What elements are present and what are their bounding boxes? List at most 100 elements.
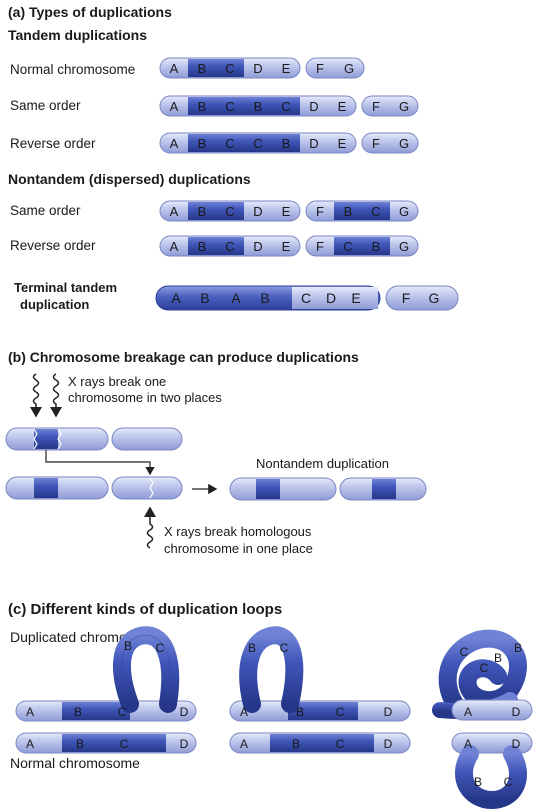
row-1-dark-band xyxy=(244,97,272,115)
gene-label: D xyxy=(253,239,262,254)
gene-label: E xyxy=(351,290,360,306)
row-2-dark-band xyxy=(272,134,300,152)
gene-label: A xyxy=(170,239,179,254)
loop-gene-label: C xyxy=(336,705,345,719)
loop-gene-label: B xyxy=(124,639,132,653)
loop-gene-label: B xyxy=(474,775,482,789)
loop-gene-label: C xyxy=(280,641,289,655)
gene-label: E xyxy=(338,99,347,114)
gene-label: D xyxy=(309,136,318,151)
nontandem-result-label: Nontandem duplication xyxy=(256,456,389,471)
loop-gene-label: C xyxy=(504,775,513,789)
row-3-dark-band xyxy=(188,202,216,220)
row-label-same-order-nontandem: Same order xyxy=(10,203,81,218)
row-label-same-order-tandem: Same order xyxy=(10,98,81,113)
gene-label: G xyxy=(399,99,409,114)
gene-label: C xyxy=(371,204,380,219)
broken-chromosome-top xyxy=(5,427,183,451)
row-3-dark-band xyxy=(334,202,362,220)
gene-label: B xyxy=(198,204,207,219)
loop-gene-label: D xyxy=(512,737,521,751)
gene-label: G xyxy=(429,290,440,306)
loop-gene-label: A xyxy=(26,737,34,751)
terminal-label-line1: Terminal tandem xyxy=(14,280,117,295)
row-1-arm-1 xyxy=(361,95,419,117)
gene-label: E xyxy=(338,136,347,151)
terminal-label-line2: duplication xyxy=(20,297,89,312)
loop-gene-label: C xyxy=(460,645,469,659)
loop-gene-label: C xyxy=(336,737,345,751)
gene-label: F xyxy=(316,204,324,219)
row-2-dark-band xyxy=(216,134,244,152)
gene-label: D xyxy=(253,204,262,219)
gene-label: G xyxy=(399,204,409,219)
gene-label: C xyxy=(225,61,234,76)
duplication-loop-2 xyxy=(229,626,411,754)
row-2-arm-1 xyxy=(361,132,419,154)
row-label-normal: Normal chromosome xyxy=(10,62,135,77)
gene-label: E xyxy=(282,239,291,254)
row-label-reverse-order-nontandem: Reverse order xyxy=(10,238,96,253)
broken-chromosome-bottom xyxy=(5,476,183,500)
gene-label: A xyxy=(170,136,179,151)
gene-label: F xyxy=(402,290,411,306)
terminal-arm-right xyxy=(385,285,459,311)
gene-label: F xyxy=(372,99,380,114)
xray-one-line2: chromosome in one place xyxy=(164,541,313,556)
gene-label: B xyxy=(254,99,263,114)
gene-label: E xyxy=(282,61,291,76)
gene-label: C xyxy=(225,99,234,114)
row-2-dark-band xyxy=(244,134,272,152)
loop-gene-label: B xyxy=(514,641,522,655)
row-1-dark-band xyxy=(272,97,300,115)
xray-two-line1: X rays break one xyxy=(68,374,166,389)
terminal-light-band xyxy=(292,287,378,309)
row-4-dark-band xyxy=(334,237,362,255)
section-a-title: (a) Types of duplications xyxy=(8,4,172,20)
loop-gene-label: C xyxy=(118,705,127,719)
loop-gene-label: A xyxy=(240,737,248,751)
tandem-heading: Tandem duplications xyxy=(8,27,147,43)
loop-gene-label: A xyxy=(464,737,472,751)
gene-label: A xyxy=(231,290,241,306)
gene-label: G xyxy=(344,61,354,76)
gene-label: B xyxy=(260,290,269,306)
row-4-dark-band xyxy=(216,237,244,255)
gene-label: E xyxy=(282,204,291,219)
row-2-dark-band xyxy=(188,134,216,152)
row-0-dark-band xyxy=(188,59,216,77)
gene-label: A xyxy=(171,290,181,306)
section-c-title: (c) Different kinds of duplication loops xyxy=(8,601,282,618)
xray-two-line2: chromosome in two places xyxy=(68,390,222,405)
gene-label: B xyxy=(282,136,291,151)
gene-label: B xyxy=(198,99,207,114)
gene-label: G xyxy=(399,136,409,151)
xray-arrow-3 xyxy=(144,506,156,549)
loop-gene-label: D xyxy=(512,705,521,719)
loop-gene-label: B xyxy=(76,737,84,751)
loop-gene-label: D xyxy=(180,705,189,719)
loop-gene-label: B xyxy=(74,705,82,719)
loop-gene-label: D xyxy=(180,737,189,751)
gene-label: C xyxy=(301,290,311,306)
gene-label: C xyxy=(225,136,234,151)
gene-label: B xyxy=(198,61,207,76)
loop-gene-label: A xyxy=(240,705,248,719)
gene-label: G xyxy=(399,239,409,254)
gene-label: C xyxy=(281,99,290,114)
gene-label: A xyxy=(170,99,179,114)
loop-gene-label: C xyxy=(120,737,129,751)
gene-label: B xyxy=(198,239,207,254)
gene-label: D xyxy=(309,99,318,114)
gene-label: C xyxy=(253,136,262,151)
gene-label: D xyxy=(326,290,336,306)
section-b-title: (b) Chromosome breakage can produce dupl… xyxy=(8,349,359,365)
xray-arrow-2 xyxy=(50,373,62,418)
gene-label: C xyxy=(225,204,234,219)
row-4-dark-band xyxy=(188,237,216,255)
